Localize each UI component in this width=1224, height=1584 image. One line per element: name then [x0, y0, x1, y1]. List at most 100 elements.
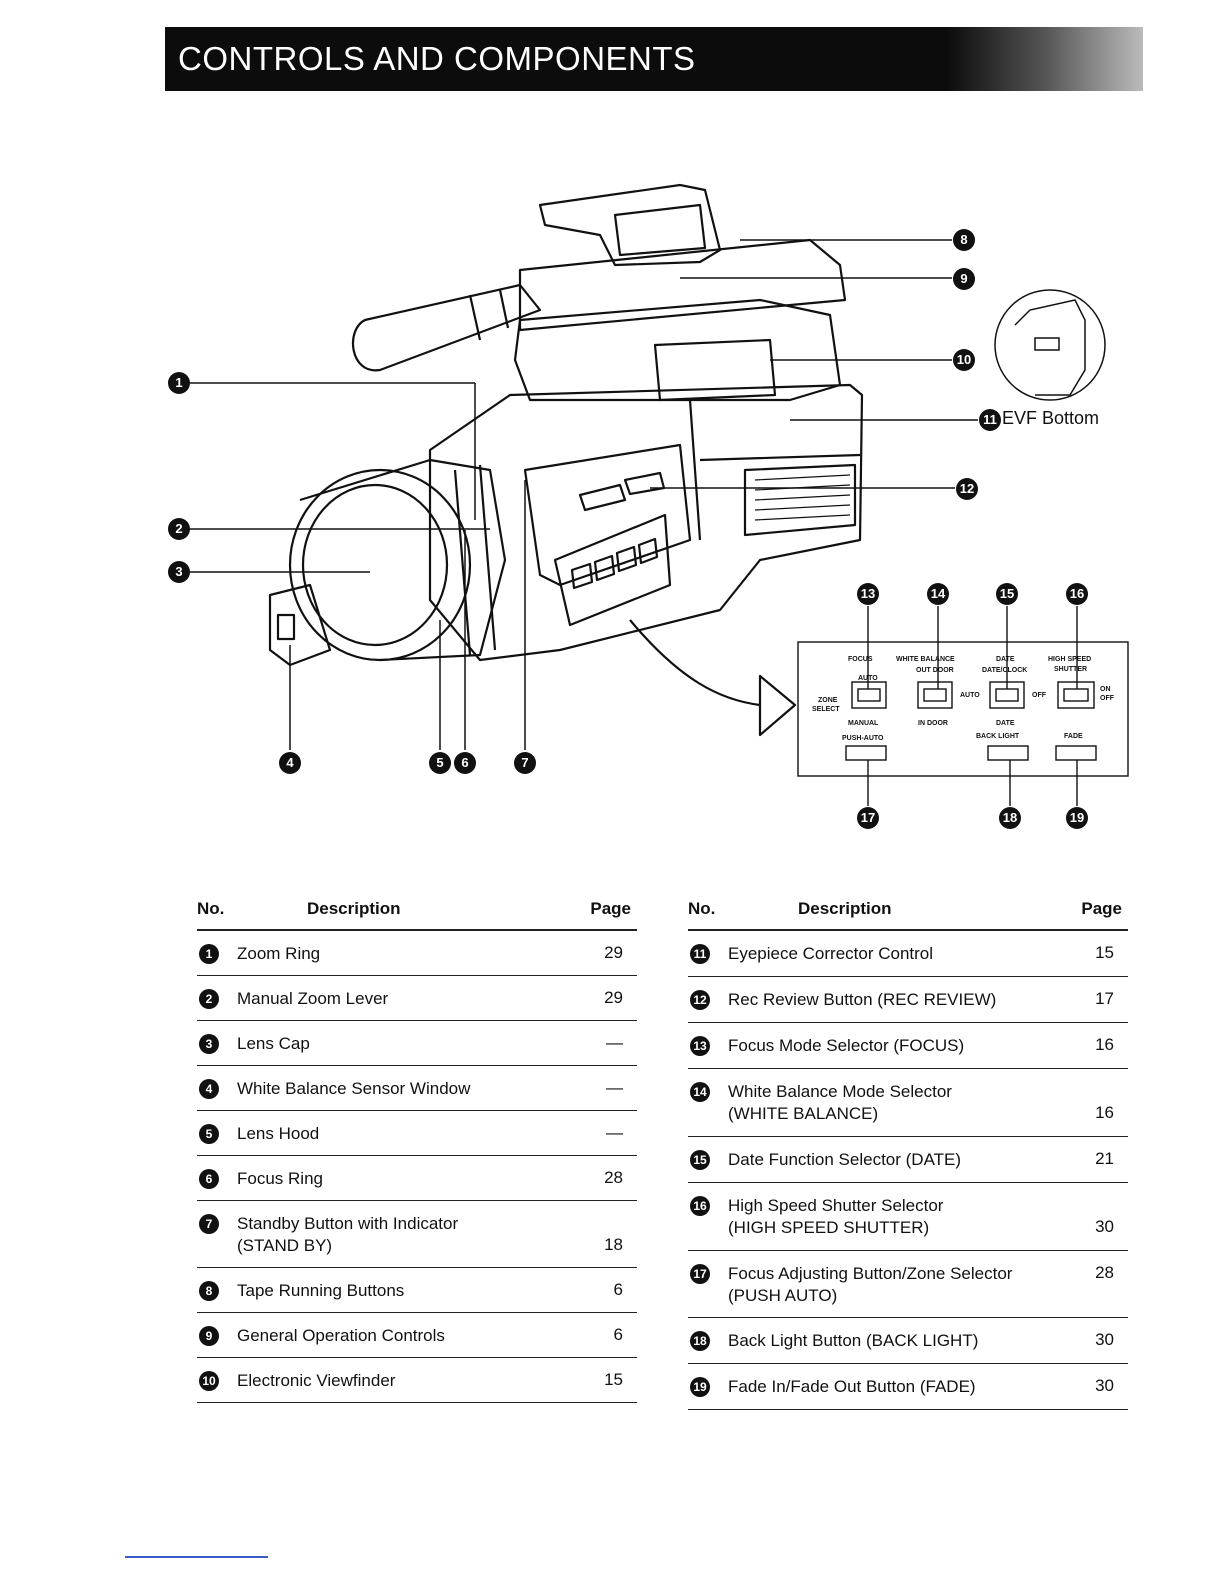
table-header: No. Description Page	[688, 895, 1128, 931]
item-description: Rec Review Button (REC REVIEW)	[728, 990, 997, 1009]
item-description: Lens Hood	[237, 1124, 320, 1143]
evf-bottom-label: EVF Bottom	[1002, 408, 1100, 428]
callout-19: 19	[1066, 807, 1088, 829]
table-row: 5 Lens Hood —	[197, 1111, 637, 1156]
item-page: 30	[1095, 1376, 1114, 1395]
panel-shutter-label: SHUTTER	[1054, 666, 1088, 673]
header-page: Page	[1081, 899, 1122, 918]
callout-2: 2	[168, 518, 190, 540]
panel-white-balance-label: WHITE BALANCE	[896, 656, 955, 663]
item-description: Tape Running Buttons	[237, 1281, 405, 1300]
header-no: No.	[688, 899, 716, 918]
callout-7: 7	[514, 752, 536, 774]
table-row: 17 Focus Adjusting Button/Zone Selector …	[688, 1251, 1128, 1318]
item-description: Fade In/Fade Out Button (FADE)	[728, 1377, 976, 1396]
lens-front	[301, 483, 449, 647]
callout-14: 14	[927, 583, 949, 605]
panel-auto-label: AUTO	[858, 675, 878, 682]
header-description: Description	[798, 899, 892, 918]
item-description: Focus Mode Selector (FOCUS)	[728, 1036, 965, 1055]
item-number: 2	[199, 989, 219, 1009]
table-row: 2 Manual Zoom Lever 29	[197, 976, 637, 1021]
item-description-line2: (STAND BY)	[237, 1236, 333, 1255]
item-number: 9	[199, 1326, 219, 1346]
callout-18: 18	[999, 807, 1021, 829]
callout-13: 13	[857, 583, 879, 605]
item-number: 19	[690, 1377, 710, 1397]
item-description: Zoom Ring	[237, 944, 321, 963]
item-description: High Speed Shutter Selector	[728, 1196, 944, 1215]
header-page: Page	[590, 899, 631, 918]
table-row: 1 Zoom Ring 29	[197, 931, 637, 976]
item-number: 5	[199, 1124, 219, 1144]
table-row: 9 General Operation Controls 6	[197, 1313, 637, 1358]
item-page: 28	[1095, 1263, 1114, 1282]
header-bar	[165, 27, 1143, 91]
item-page: 18	[604, 1235, 623, 1254]
item-number: 13	[690, 1036, 710, 1056]
panel-fade-label: FADE	[1064, 733, 1083, 740]
panel-on-label: ON	[1100, 686, 1111, 693]
item-page: —	[606, 1078, 623, 1097]
camcorder-diagram	[190, 183, 1129, 806]
table-row: 3 Lens Cap —	[197, 1021, 637, 1066]
item-description-line2: (PUSH AUTO)	[728, 1286, 838, 1305]
table-row: 16 High Speed Shutter Selector (HIGH SPE…	[688, 1183, 1128, 1251]
item-description: General Operation Controls	[237, 1326, 445, 1345]
item-page: 30	[1095, 1217, 1114, 1236]
callout-5: 5	[429, 752, 451, 774]
table-row: 18 Back Light Button (BACK LIGHT) 30	[688, 1318, 1128, 1364]
item-page: 6	[613, 1325, 623, 1344]
table-row: 4 White Balance Sensor Window —	[197, 1066, 637, 1111]
callout-12: 12	[956, 478, 978, 500]
panel-outdoor-label: OUT DOOR	[916, 667, 954, 674]
table-row: 13 Focus Mode Selector (FOCUS) 16	[688, 1023, 1128, 1069]
panel-backlight-label: BACK LIGHT	[976, 733, 1020, 740]
callout-9: 9	[953, 268, 975, 290]
item-number: 10	[199, 1371, 219, 1391]
callout-17: 17	[857, 807, 879, 829]
panel-manual-label: MANUAL	[848, 720, 879, 727]
item-description: Lens Cap	[237, 1034, 310, 1053]
table-row: 12 Rec Review Button (REC REVIEW) 17	[688, 977, 1128, 1023]
item-number: 3	[199, 1034, 219, 1054]
panel-indoor-label: IN DOOR	[918, 720, 948, 727]
item-page: 29	[604, 943, 623, 962]
table-row: 15 Date Function Selector (DATE) 21	[688, 1137, 1128, 1183]
item-description: White Balance Sensor Window	[237, 1079, 471, 1098]
item-number: 18	[690, 1331, 710, 1351]
panel-high-speed-label: HIGH SPEED	[1048, 656, 1092, 663]
item-number: 7	[199, 1214, 219, 1234]
item-description: Manual Zoom Lever	[237, 989, 389, 1008]
callout-8: 8	[953, 229, 975, 251]
table-row: 6 Focus Ring 28	[197, 1156, 637, 1201]
panel-select-label: SELECT	[812, 706, 840, 713]
header-no: No.	[197, 899, 225, 918]
panel-off2-label: OFF	[1100, 695, 1114, 702]
panel-off-label: OFF	[1032, 692, 1046, 699]
callout-4: 4	[279, 752, 301, 774]
item-description: Standby Button with Indicator	[237, 1214, 459, 1233]
item-description-line2: (WHITE BALANCE)	[728, 1104, 879, 1123]
callout-11: 11	[979, 409, 1001, 431]
item-number: 16	[690, 1196, 710, 1216]
item-number: 4	[199, 1079, 219, 1099]
item-page: 21	[1095, 1149, 1114, 1168]
panel-pushauto-label: PUSH-AUTO	[842, 735, 884, 742]
item-page: 6	[613, 1280, 623, 1299]
control-panel-box	[797, 641, 1129, 777]
panel-dateclock-label: DATE/CLOCK	[982, 667, 1028, 674]
item-number: 14	[690, 1082, 710, 1102]
camera-microphone	[351, 283, 542, 372]
item-description: Eyepiece Corrector Control	[728, 944, 934, 963]
page-title: CONTROLS AND COMPONENTS	[178, 40, 696, 77]
table-row: 7 Standby Button with Indicator (STAND B…	[197, 1201, 637, 1268]
panel-date-label: DATE	[996, 656, 1015, 663]
item-page: —	[606, 1123, 623, 1142]
camera-handle	[538, 183, 722, 267]
item-description: Date Function Selector (DATE)	[728, 1150, 962, 1169]
item-page: 17	[1095, 989, 1114, 1008]
panel-zone-label: ZONE	[818, 697, 838, 704]
item-description-line2: (HIGH SPEED SHUTTER)	[728, 1218, 930, 1237]
callout-1: 1	[168, 372, 190, 394]
